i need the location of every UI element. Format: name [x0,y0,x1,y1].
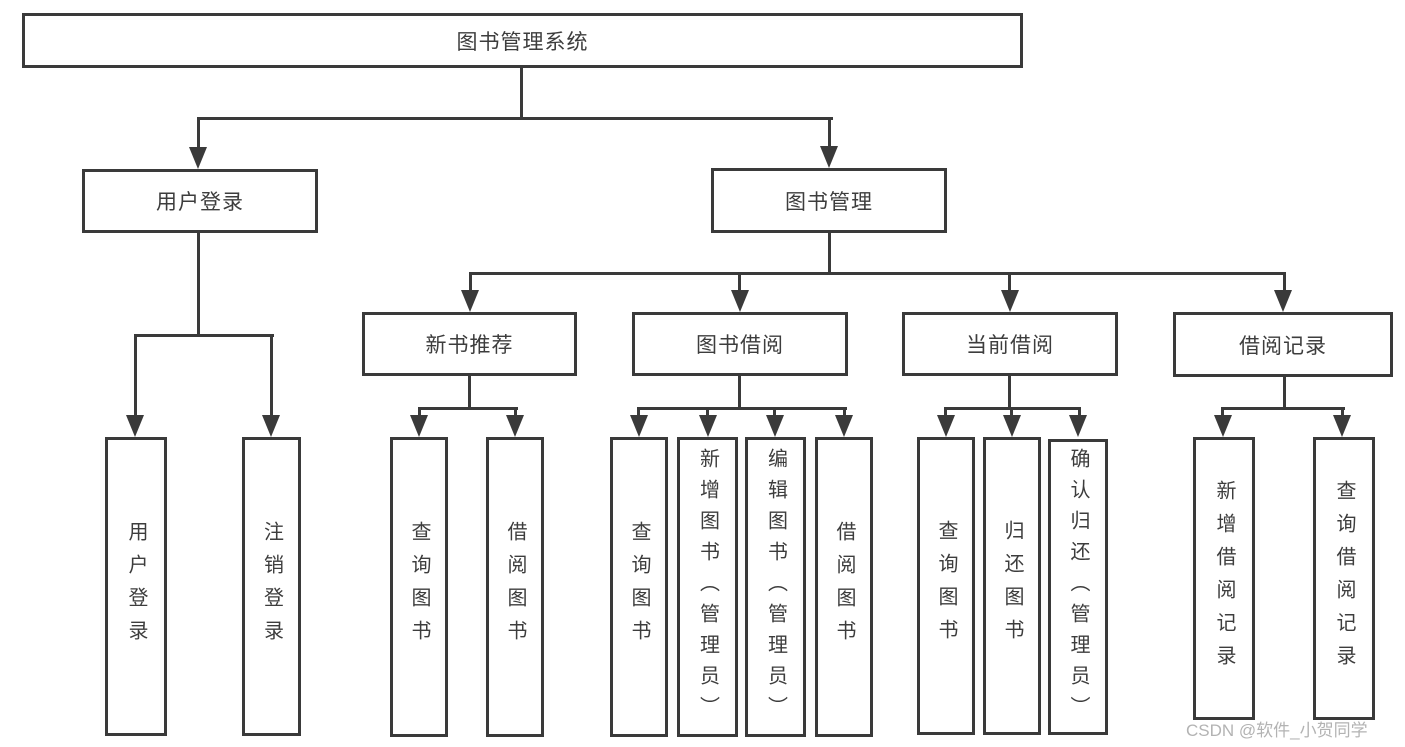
node-current-borrowing: 当前借阅 [902,312,1118,376]
connector-line [468,374,471,410]
connector-line [197,231,200,337]
node-user-login: 用户登录 [82,169,318,233]
arrow-down-icon [1001,290,1019,312]
arrow-down-icon [189,147,207,169]
arrow-down-icon [262,415,280,437]
arrow-down-icon [1069,415,1087,437]
arrow-down-icon [835,415,853,437]
connector-line [134,334,137,417]
node-user-login-label: 用户登录 [156,191,244,214]
connector-line [134,334,274,337]
node-new-book-recommend-label: 新书推荐 [425,334,514,357]
node-new-book-recommend: 新书推荐 [362,312,577,376]
arrow-down-icon [630,415,648,437]
connector-line [944,407,947,419]
arrow-down-icon [126,415,144,437]
leaf-user-login-label: 用户登录 [125,520,147,653]
node-library-system: 图书管理系统 [22,13,1023,68]
csdn-watermark: CSDN @软件_小贺同学 [1186,721,1368,740]
connector-line [1283,374,1286,410]
leaf-return-books: 归还图书 [983,437,1041,735]
connector-line [773,407,776,419]
leaf-logout-label: 注销登录 [260,520,283,653]
leaf-query-borrow-record-label: 查询借阅记录 [1333,479,1355,678]
leaf-query-borrow-record: 查询借阅记录 [1313,437,1375,720]
connector-line [197,117,833,120]
leaf-newbook-query-books: 查询图书 [390,437,448,737]
leaf-newbook-query-books-label: 查询图书 [408,521,430,653]
leaf-borrowing-borrow-books-label: 借阅图书 [833,521,855,653]
arrow-down-icon [1333,415,1351,437]
connector-line [738,272,741,292]
leaf-current-query-books: 查询图书 [917,437,975,735]
leaf-current-query-books-label: 查询图书 [935,520,957,652]
connector-line [270,334,273,417]
leaf-add-borrow-record-label: 新增借阅记录 [1213,479,1235,678]
leaf-confirm-return-admin-label: 确认归还（管理员） [1067,447,1089,727]
connector-line [469,272,472,292]
leaf-add-book-admin: 新增图书（管理员） [677,437,738,737]
arrow-down-icon [461,290,479,312]
node-borrowing-records: 借阅记录 [1173,312,1393,377]
connector-line [1341,407,1344,419]
connector-line [514,407,517,419]
connector-line [637,407,847,410]
node-library-system-label: 图书管理系统 [456,30,589,54]
arrow-down-icon [410,415,428,437]
node-borrowing-records-label: 借阅记录 [1239,334,1327,358]
leaf-borrowing-borrow-books: 借阅图书 [815,437,873,737]
arrow-down-icon [1003,415,1021,437]
leaf-borrowing-query-books-label: 查询图书 [628,521,650,653]
connector-line [1008,374,1011,410]
connector-line [469,272,1286,275]
connector-line [1221,407,1224,419]
leaf-logout: 注销登录 [242,437,301,736]
leaf-confirm-return-admin: 确认归还（管理员） [1048,439,1108,735]
connector-line [1221,407,1345,410]
node-book-borrowing: 图书借阅 [632,312,848,376]
arrow-down-icon [820,146,838,168]
connector-line [637,407,640,419]
connector-line [418,407,421,419]
connector-line [197,117,200,150]
connector-line [706,407,709,419]
leaf-newbook-borrow-books: 借阅图书 [486,437,544,737]
arrow-down-icon [766,415,784,437]
connector-line [520,66,523,120]
leaf-user-login: 用户登录 [105,437,167,736]
connector-line [1008,272,1011,292]
connector-line [418,407,518,410]
leaf-add-book-admin-label: 新增图书（管理员） [696,447,719,727]
connector-line [828,117,831,149]
connector-line [1283,272,1286,292]
leaf-edit-book-admin-label: 编辑图书（管理员） [764,447,787,727]
leaf-add-borrow-record: 新增借阅记录 [1193,437,1255,720]
arrow-down-icon [699,415,717,437]
leaf-newbook-borrow-books-label: 借阅图书 [504,521,526,653]
connector-line [828,231,831,275]
connector-line [1078,407,1081,419]
node-current-borrowing-label: 当前借阅 [966,334,1054,357]
arrow-down-icon [937,415,955,437]
node-book-management-label: 图书管理 [785,190,873,214]
arrow-down-icon [1214,415,1232,437]
arrow-down-icon [1274,290,1292,312]
leaf-edit-book-admin: 编辑图书（管理员） [745,437,806,737]
leaf-borrowing-query-books: 查询图书 [610,437,668,737]
connector-line [738,374,741,410]
connector-line [843,407,846,419]
leaf-return-books-label: 归还图书 [1001,520,1023,652]
arrow-down-icon [731,290,749,312]
arrow-down-icon [506,415,524,437]
node-book-management: 图书管理 [711,168,947,233]
node-book-borrowing-label: 图书借阅 [696,334,784,357]
connector-line [1010,407,1013,419]
